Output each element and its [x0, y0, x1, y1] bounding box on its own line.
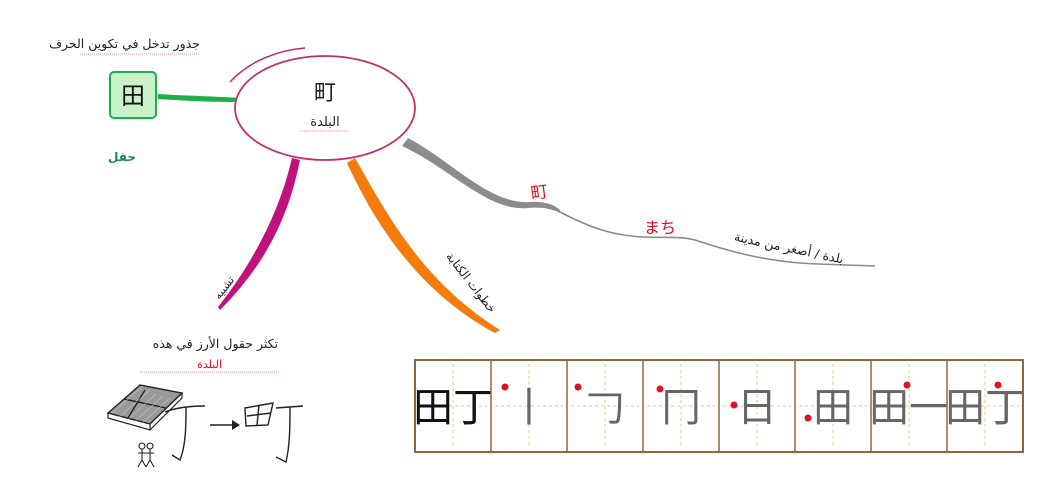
center-ellipse-stroke: [229, 47, 306, 83]
stroke-step-glyph: 冂: [661, 385, 701, 431]
stroke-step-glyph: 𠃌: [585, 385, 625, 431]
stroke-step-4: 冂: [642, 360, 715, 452]
reading-kanji: 町: [529, 182, 549, 204]
stroke-step-7: 田一: [869, 360, 949, 452]
stroke-step-2: 丨: [490, 360, 563, 452]
stroke-start-dot: [656, 385, 664, 393]
stroke-start-dot: [730, 401, 738, 409]
stroke-step-glyph: 田丁: [945, 385, 1025, 431]
stroke-step-glyph: 田丁: [413, 385, 493, 431]
stroke-order-branch: [347, 158, 500, 333]
stroke-start-dot: [501, 383, 509, 391]
root-name: حقل: [108, 150, 136, 164]
root-label: جذور تدخل في تكوين الحرف: [49, 36, 200, 52]
result-kanji-drawing: [244, 402, 304, 464]
stroke-step-1: 田丁: [413, 364, 493, 448]
stroke-start-dot: [903, 381, 911, 389]
center-meaning: البلدة: [310, 115, 339, 130]
stroke-start-dot: [994, 381, 1002, 389]
stroke-start-dot: [804, 414, 812, 422]
stroke-step-6: 田: [794, 360, 867, 452]
center-ellipse[interactable]: [234, 55, 416, 161]
rice-field-drawing: [106, 384, 206, 462]
stroke-step-glyph: 丨: [509, 385, 549, 431]
similarity-branch: [218, 158, 300, 310]
note-line1: تكثر حقول الأرز في هذه: [153, 336, 279, 352]
stroke-step-8: 田丁: [945, 360, 1025, 452]
root-kanji-box[interactable]: [109, 71, 157, 119]
pictograph-illustration: [106, 384, 304, 468]
stroke-step-glyph: 日: [737, 385, 777, 431]
reading-kana: まち: [644, 218, 676, 237]
stroke-start-dot: [574, 383, 582, 391]
people-figures: [137, 442, 155, 468]
stroke-step-glyph: 田一: [869, 385, 949, 431]
center-kanji: 町: [314, 81, 336, 106]
stroke-step-5: 日: [718, 360, 791, 452]
arrow-right-icon: [210, 420, 240, 430]
root-kanji: 田: [121, 82, 145, 110]
reading-branch-tail: [559, 211, 876, 267]
root-connector: [158, 94, 240, 102]
stroke-step-3: 𠃌: [566, 360, 639, 452]
note-line2: البلدة: [197, 358, 222, 371]
stroke-step-glyph: 田: [813, 385, 853, 431]
reading-branch: [402, 138, 560, 213]
stroke-order-label: خطوات الكتابة: [443, 250, 500, 316]
